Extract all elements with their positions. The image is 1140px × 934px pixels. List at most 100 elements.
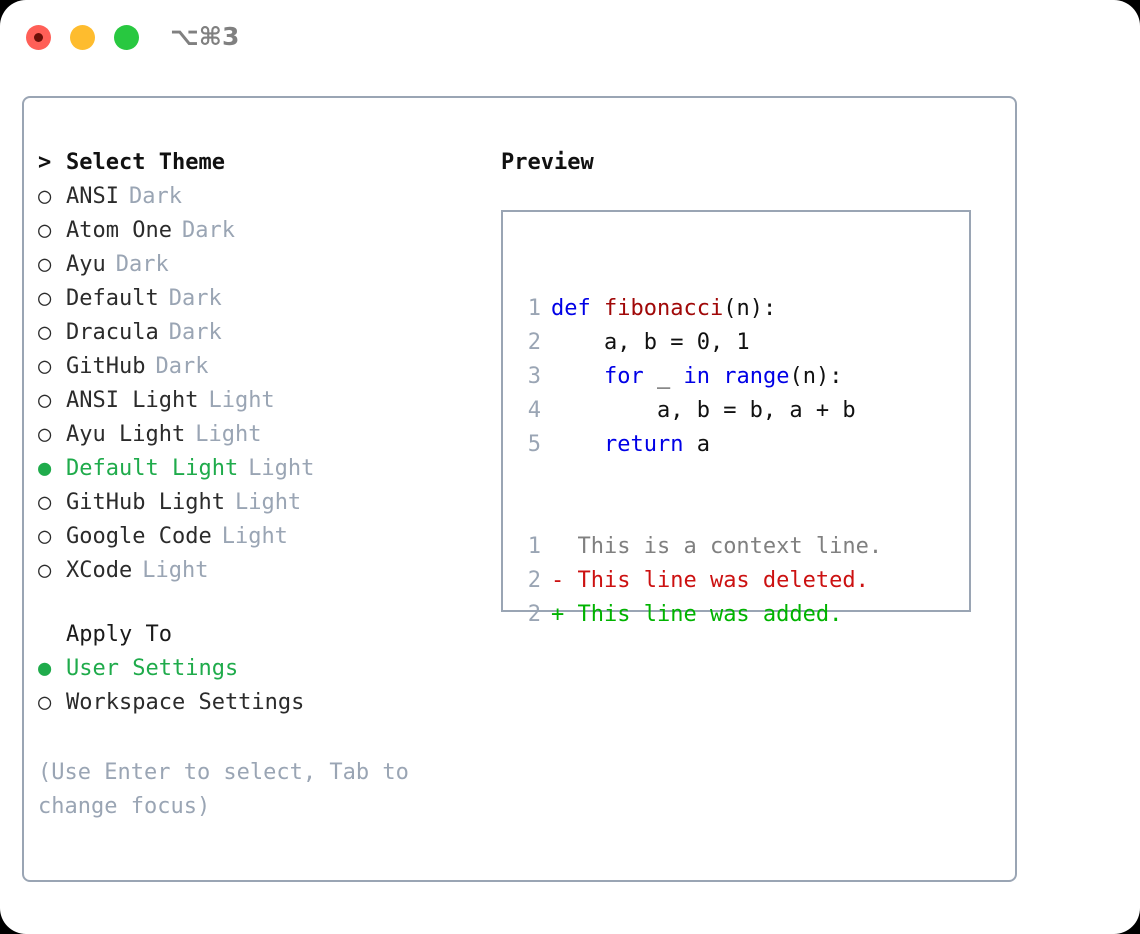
theme-category: Light (248, 456, 315, 481)
theme-category: Light (195, 422, 262, 447)
theme-list-header: > Select Theme (38, 146, 498, 180)
diff-sign: - (551, 568, 565, 593)
line-number: 2 (527, 330, 541, 355)
theme-category: Dark (168, 286, 222, 311)
list-item[interactable]: ○ XCode Light (38, 554, 498, 588)
diff-text: This line was deleted. (564, 568, 869, 593)
code-token: a (683, 432, 710, 457)
theme-category: Light (234, 490, 302, 515)
code-token (591, 296, 604, 321)
theme-category: Dark (128, 184, 182, 209)
code-token: def (551, 296, 591, 321)
theme-name: Dracula (66, 320, 159, 345)
code-token: a, b = b, a + b (656, 398, 856, 423)
theme-category: Dark (181, 218, 235, 243)
radio-selected-icon: ● (38, 456, 52, 481)
code-indent (551, 330, 604, 355)
apply-to-option-label: Workspace Settings (66, 690, 305, 715)
code-token (710, 364, 723, 389)
prompt-caret-icon: > (38, 150, 52, 175)
list-item[interactable]: ○ Default Dark (38, 282, 498, 316)
theme-category: Dark (115, 252, 169, 277)
list-item[interactable]: ○ GitHub Dark (38, 350, 498, 384)
code-token: (n): (789, 364, 843, 389)
apply-to-option-selected[interactable]: ● User Settings (38, 652, 498, 686)
code-token: for (603, 364, 644, 389)
main-panel: > Select Theme ○ ANSI Dark ○ Atom One Da… (22, 96, 1017, 882)
apply-to-header: ○ Apply To (38, 618, 498, 652)
apply-to-title: Apply To (66, 622, 172, 647)
theme-name: XCode (66, 558, 133, 583)
list-item[interactable]: ○ Google Code Light (38, 520, 498, 554)
theme-category: Light (221, 524, 288, 549)
theme-category: Light (208, 388, 275, 413)
list-item[interactable]: ○ ANSI Dark (38, 180, 498, 214)
radio-unselected-icon: ○ (38, 422, 52, 447)
code-token: (n): (723, 296, 777, 321)
diff-line-context: 1 This is a context line. (515, 534, 882, 559)
radio-unselected-icon: ○ (38, 524, 52, 549)
diff-sign (551, 534, 564, 559)
line-number: 5 (527, 432, 541, 457)
radio-unselected-icon: ○ (38, 690, 52, 715)
radio-unselected-icon: ○ (38, 184, 52, 209)
apply-to-option[interactable]: ○ Workspace Settings (38, 686, 498, 720)
theme-name: GitHub Light (66, 490, 225, 515)
theme-name: Default Light (66, 456, 239, 481)
theme-name: Ayu (66, 252, 106, 277)
theme-name: ANSI (66, 184, 119, 209)
keyboard-shortcut-label: ⌥⌘3 (170, 22, 240, 51)
maximize-window-button[interactable] (114, 25, 139, 50)
line-number: 2 (527, 568, 541, 593)
code-token: _ (643, 364, 684, 389)
list-item[interactable]: ○ Ayu Dark (38, 248, 498, 282)
list-item[interactable]: ○ GitHub Light Light (38, 486, 498, 520)
code-token: a, b = 0, 1 (603, 330, 750, 355)
theme-list-title: Select Theme (66, 150, 225, 175)
section-spacer (38, 588, 498, 618)
list-item[interactable]: ○ Atom One Dark (38, 214, 498, 248)
radio-unselected-icon: ○ (38, 490, 52, 515)
list-item-selected[interactable]: ● Default Light Light (38, 452, 498, 486)
diff-text: This line was added. (564, 602, 843, 627)
diff-line-deleted: 2- This line was deleted. (515, 568, 869, 593)
close-window-button[interactable] (26, 25, 51, 50)
line-number: 4 (527, 398, 541, 423)
hint-spacer (38, 720, 498, 756)
code-line: 2 a, b = 0, 1 (515, 330, 750, 355)
code-line: 1 def fibonacci(n): (515, 296, 776, 321)
theme-category: Dark (168, 320, 222, 345)
code-token: return (603, 432, 684, 457)
list-item[interactable]: ○ ANSI Light Light (38, 384, 498, 418)
list-item[interactable]: ○ Dracula Dark (38, 316, 498, 350)
code-indent (551, 364, 604, 389)
radio-selected-icon: ● (38, 656, 52, 681)
code-token: in (683, 364, 710, 389)
theme-name: Google Code (66, 524, 212, 549)
code-line: 5 return a (515, 432, 710, 457)
blank-marker: ○ (38, 618, 66, 652)
preview-title: Preview (501, 150, 594, 175)
code-token: fibonacci (604, 296, 724, 321)
code-indent (551, 398, 657, 423)
theme-name: ANSI Light (66, 388, 199, 413)
code-line: 3 for _ in range(n): (515, 364, 843, 389)
radio-unselected-icon: ○ (38, 354, 52, 379)
theme-category: Light (142, 558, 209, 583)
radio-unselected-icon: ○ (38, 252, 52, 277)
line-number: 1 (527, 296, 541, 321)
code-token: range (723, 364, 790, 389)
theme-category: Dark (155, 354, 209, 379)
line-number: 2 (527, 602, 541, 627)
theme-name: Ayu Light (66, 422, 186, 447)
diff-line-added: 2+ This line was added. (515, 602, 843, 627)
radio-unselected-icon: ○ (38, 388, 52, 413)
list-item[interactable]: ○ Ayu Light Light (38, 418, 498, 452)
diff-text: This is a context line. (564, 534, 883, 559)
radio-unselected-icon: ○ (38, 218, 52, 243)
minimize-window-button[interactable] (70, 25, 95, 50)
